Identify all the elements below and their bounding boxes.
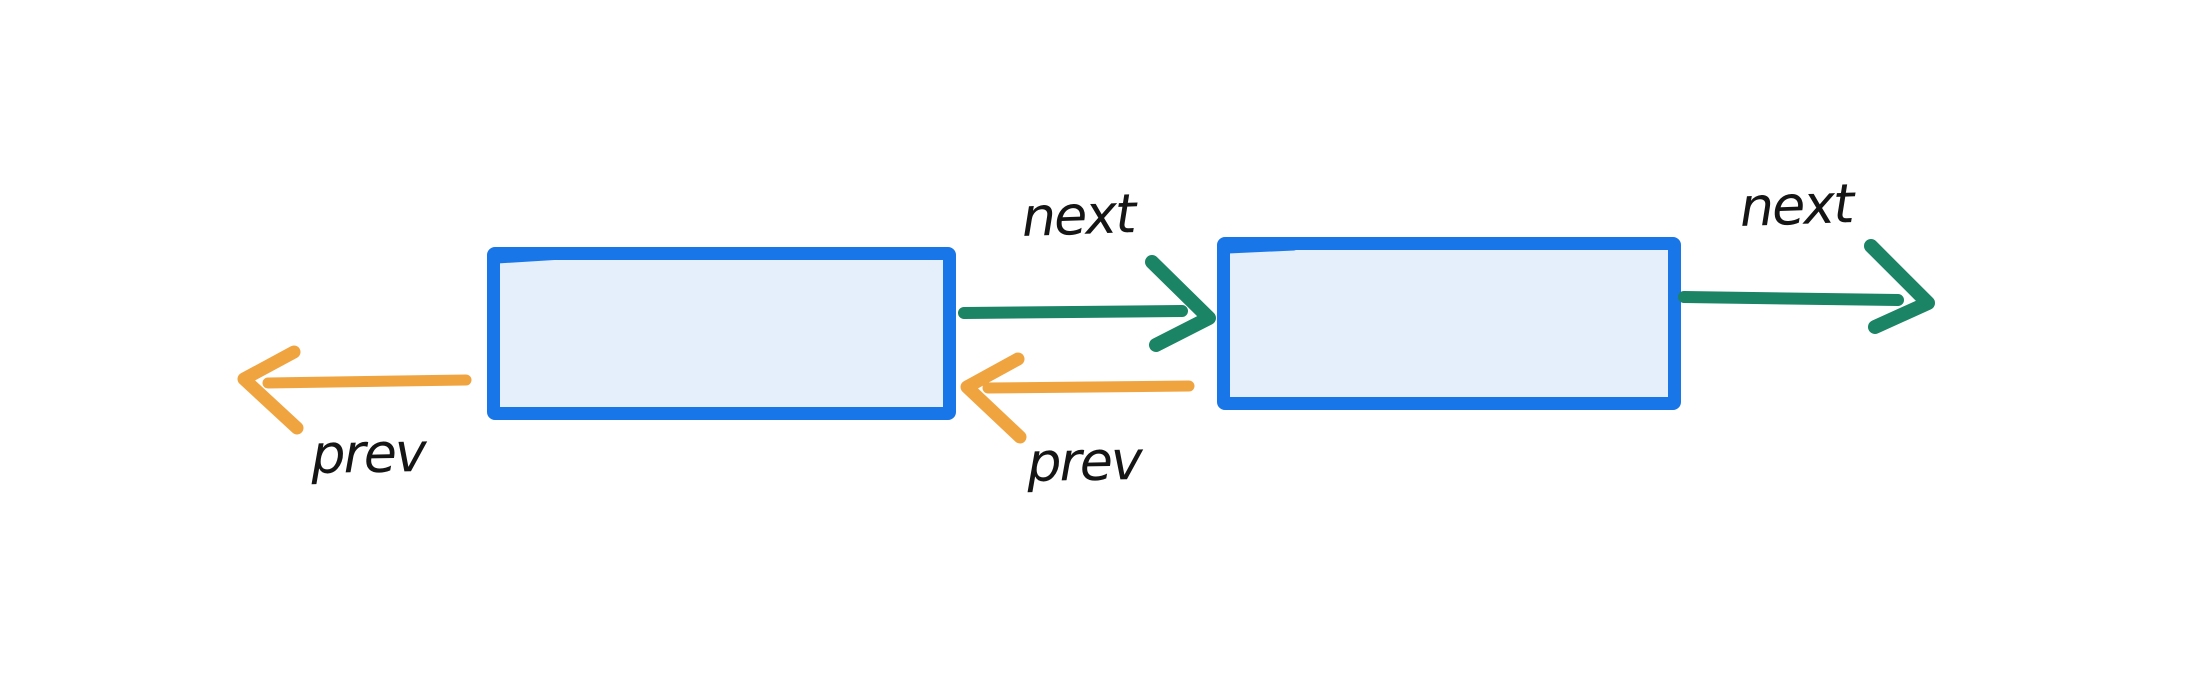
next-arrow-1 [958, 255, 1216, 352]
prev-label-2: prev [1026, 429, 1142, 494]
list-node-2 [1217, 237, 1681, 410]
prev-arrow-2 [960, 352, 1195, 444]
next-label-1: next [1020, 182, 1136, 249]
prev-label-1: prev [310, 421, 426, 486]
next-arrow-2 [1678, 239, 1935, 334]
list-node-1 [487, 247, 956, 420]
next-label-2: next [1738, 172, 1854, 239]
prev-arrow-1 [237, 345, 472, 435]
